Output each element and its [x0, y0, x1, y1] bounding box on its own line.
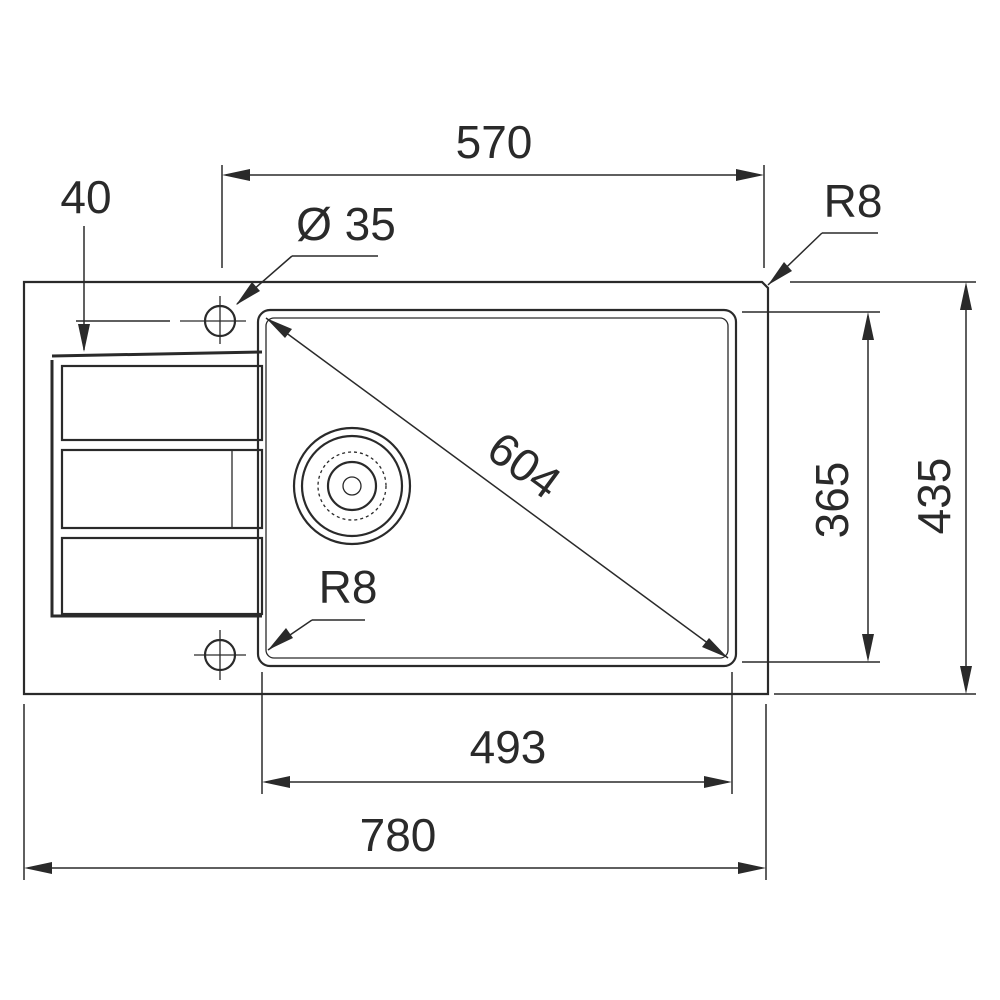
- dim-365: 365: [742, 311, 880, 663]
- label-780: 780: [360, 809, 437, 861]
- tap-hole-bottom: [194, 630, 246, 680]
- label-r8-inner: R8: [319, 561, 378, 613]
- label-493: 493: [470, 721, 547, 773]
- dim-780: 780: [23, 704, 767, 880]
- drain-strainer: [292, 426, 412, 546]
- label-365: 365: [806, 462, 858, 539]
- tap-hole-top: [180, 296, 246, 344]
- label-435: 435: [908, 458, 960, 535]
- sink-outline: [22, 280, 770, 696]
- label-40: 40: [60, 171, 111, 223]
- dim-435: 435: [774, 281, 976, 695]
- dim-40: 40: [60, 171, 170, 352]
- dim-tap-hole: Ø 35: [236, 198, 396, 305]
- label-570: 570: [456, 116, 533, 168]
- dim-r8-outer: R8: [767, 175, 883, 286]
- dim-570: 570: [221, 116, 765, 268]
- dim-493: 493: [261, 672, 733, 794]
- label-604: 604: [478, 421, 571, 508]
- dim-r8-inner: R8: [267, 561, 378, 651]
- label-tap-hole: Ø 35: [296, 198, 396, 250]
- label-r8-outer: R8: [824, 175, 883, 227]
- bowl: [256, 308, 738, 668]
- drainboard: [50, 350, 264, 618]
